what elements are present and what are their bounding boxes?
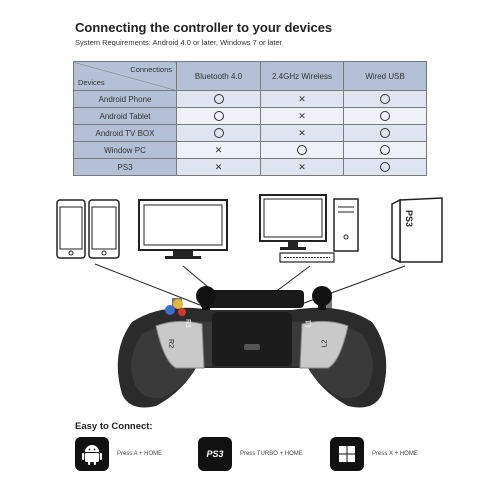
compatibility-cell: O: [343, 141, 427, 159]
device-name-cell: Android TV BOX: [73, 124, 177, 142]
unsupported-x-icon: ✕: [214, 161, 223, 172]
table-corner-header: Connections Devices: [73, 61, 177, 91]
compatibility-cell: ✕: [176, 158, 261, 176]
col-header-bluetooth: Bluetooth 4.0: [176, 61, 261, 91]
supported-circle-icon: O: [380, 162, 390, 172]
unsupported-x-icon: ✕: [298, 127, 306, 138]
compatibility-cell: O: [343, 107, 427, 125]
unsupported-x-icon: ✕: [298, 161, 306, 172]
svg-text:PS3: PS3: [404, 210, 414, 227]
supported-circle-icon: O: [380, 94, 390, 104]
device-name-cell: Android Phone: [73, 90, 177, 108]
device-name-cell: PS3: [73, 158, 177, 176]
supported-circle-icon: O: [213, 128, 224, 138]
android-connect-item: Press A + HOME: [75, 437, 162, 471]
easy-to-connect-heading: Easy to Connect:: [75, 421, 153, 432]
pc-illustration: [259, 194, 359, 263]
connections-header: Connections: [130, 65, 172, 74]
l1-label: L1: [305, 319, 313, 328]
supported-circle-icon: O: [297, 145, 307, 155]
windows-icon: [330, 437, 364, 471]
compatibility-cell: ✕: [260, 158, 344, 176]
compatibility-cell: O: [343, 90, 427, 108]
supported-circle-icon: O: [380, 145, 390, 155]
ps3-connect-item: PS3 Press TURBO + HOME: [198, 437, 303, 471]
supported-circle-icon: O: [380, 128, 390, 138]
compatibility-cell: O: [176, 107, 261, 125]
unsupported-x-icon: ✕: [298, 110, 306, 121]
r2-label: R2: [166, 339, 174, 348]
table-row: Android TabletO✕O: [73, 107, 427, 125]
table-row: Android Phone O ✕ O: [73, 90, 427, 108]
supported-circle-icon: O: [213, 111, 224, 121]
tv-illustration: [138, 199, 228, 259]
gamepad-controller-illustration: [117, 286, 387, 408]
ps3-console-illustration: PS3: [391, 197, 443, 264]
unsupported-x-icon: ✕: [214, 144, 223, 155]
windows-instruction: Press X + HOME: [372, 451, 418, 457]
l2-label: L2: [321, 339, 329, 348]
android-instruction: Press A + HOME: [117, 451, 163, 457]
r1-label: R1: [183, 319, 191, 328]
compatibility-cell: O: [343, 124, 427, 142]
col-header-usb: Wired USB: [343, 61, 427, 91]
windows-connect-item: Press X + HOME: [330, 437, 418, 471]
table-row: Window PC✕OO: [73, 141, 427, 159]
compatibility-cell: O: [260, 141, 344, 159]
page-title: Connecting the controller to your device…: [75, 20, 333, 35]
system-requirements: System Requirements: Android 4.0 or late…: [75, 38, 283, 47]
unsupported-x-icon: ✕: [298, 93, 306, 104]
supported-circle-icon: O: [213, 94, 224, 104]
supported-circle-icon: O: [380, 111, 390, 121]
compatibility-table: Connections Devices Bluetooth 4.0 2.4GHz…: [73, 61, 427, 176]
compatibility-cell: ✕: [260, 107, 344, 125]
devices-header: Devices: [78, 78, 105, 87]
compatibility-cell: O: [176, 90, 261, 108]
table-row: PS3 ✕ ✕ O: [73, 158, 427, 176]
compatibility-cell: O: [343, 158, 427, 176]
android-icon: [75, 437, 109, 471]
phone-tablet-illustration: [56, 199, 120, 259]
ps3-instruction: Press TURBO + HOME: [240, 451, 303, 457]
ps3-icon: PS3: [198, 437, 232, 471]
